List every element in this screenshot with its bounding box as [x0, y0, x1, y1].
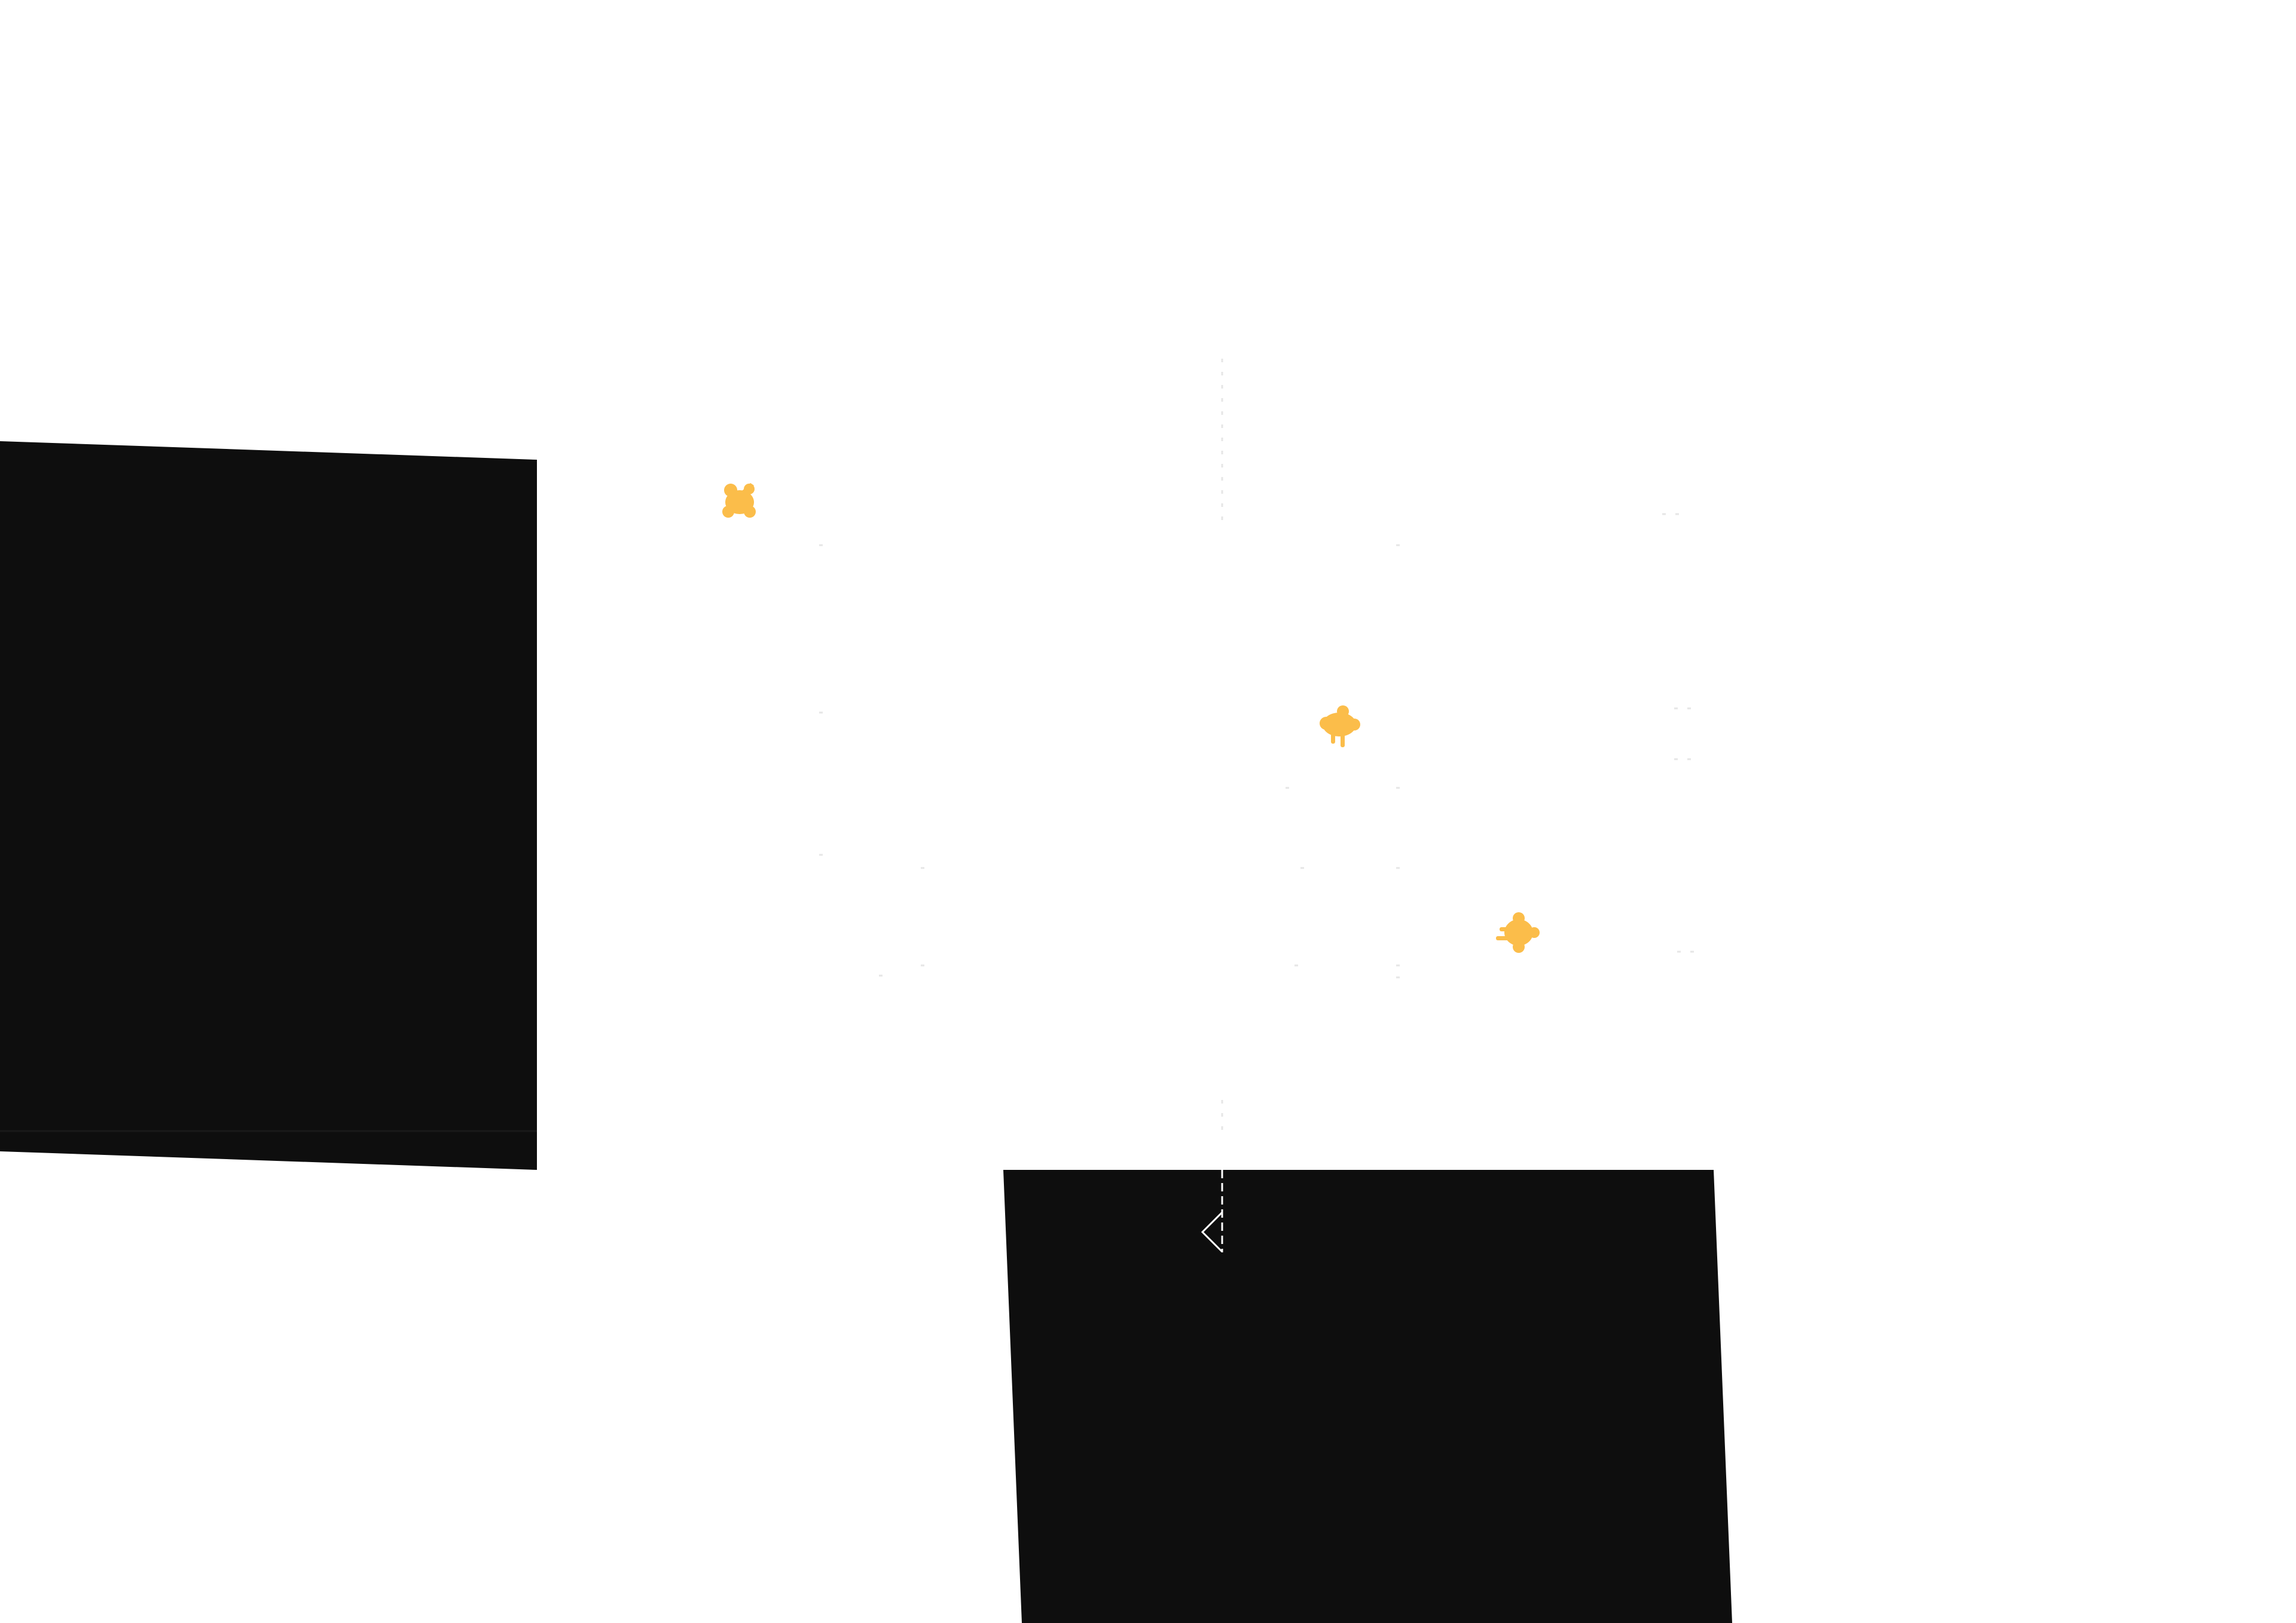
splat-icon [1496, 912, 1540, 953]
collectible-1[interactable] [722, 483, 756, 518]
splat-icon [1320, 705, 1360, 747]
collectible-2[interactable] [1320, 705, 1360, 747]
splat-icon [722, 483, 756, 518]
collectible-3[interactable] [1496, 912, 1540, 953]
player-marker[interactable] [1201, 1170, 1223, 1253]
guide-marks [819, 359, 1701, 1136]
triangle-arrow-icon [1201, 1211, 1223, 1253]
platform-block-left [0, 441, 537, 1170]
platform-block-bottom [1003, 1170, 1732, 1623]
